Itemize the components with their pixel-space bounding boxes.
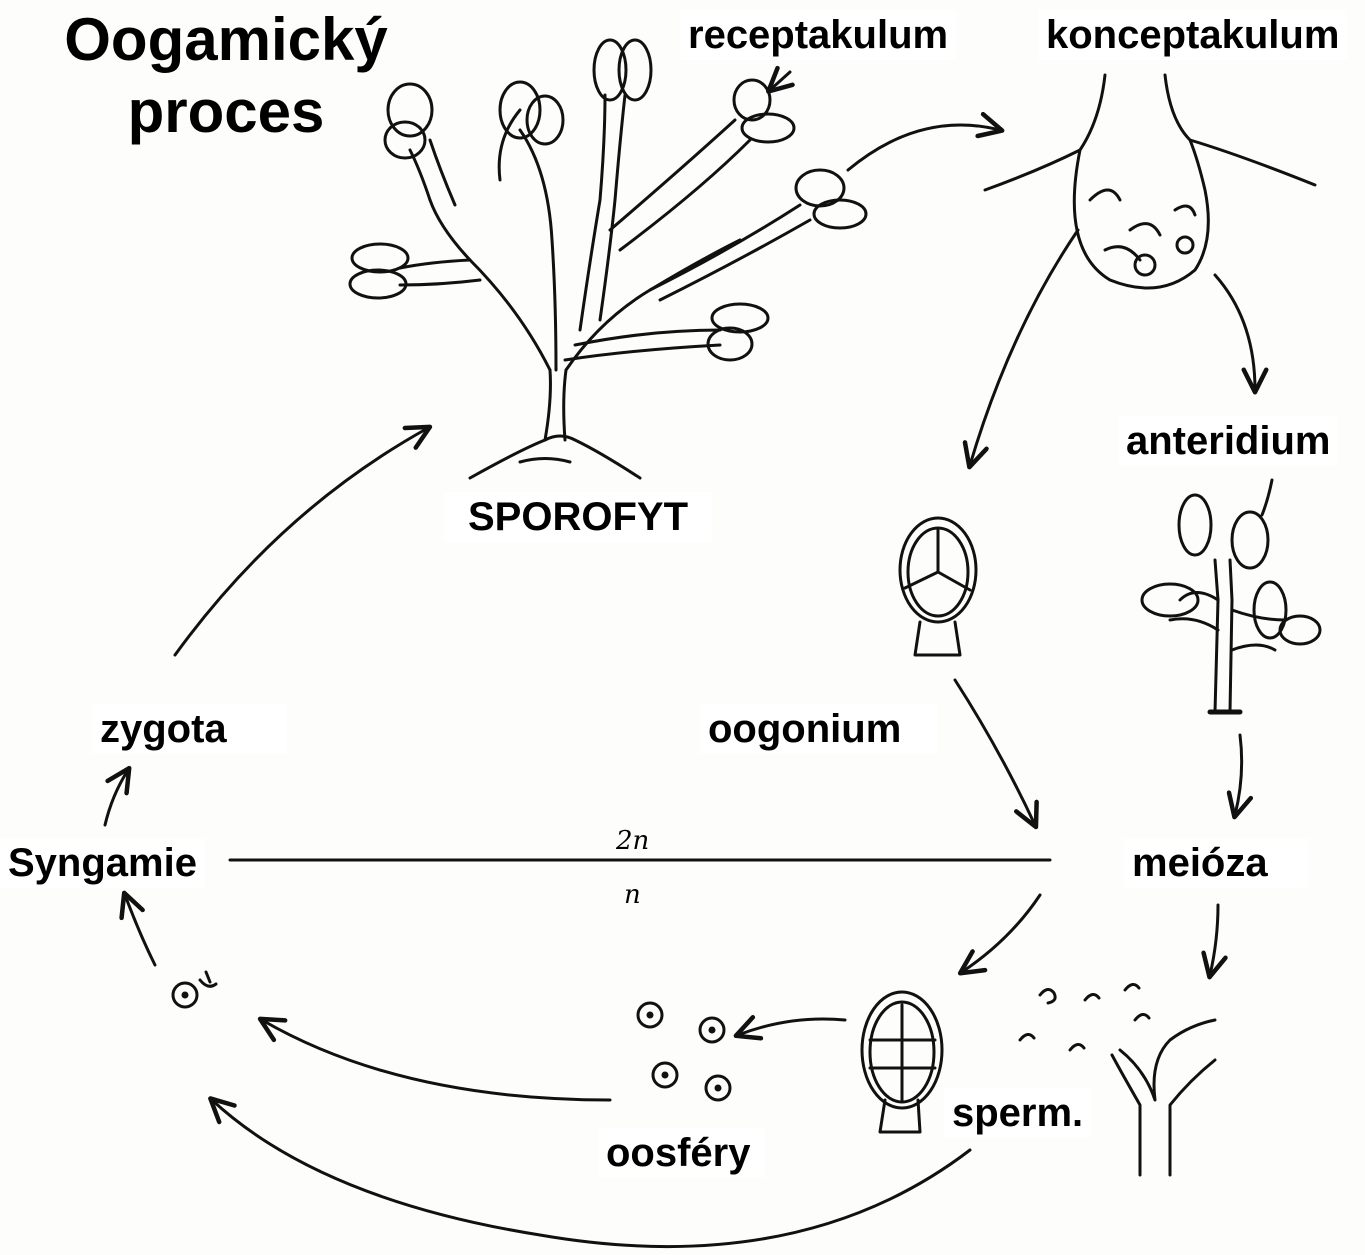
spermatozoa-illustration [1020, 984, 1215, 1175]
receptacle-pointer-arrow [770, 72, 790, 90]
antheridium-illustration [1142, 480, 1320, 712]
conceptacle-illustration [985, 75, 1315, 288]
arrow-antheridium-to-meiosis [1235, 735, 1242, 815]
label-oogonium: oogonium [700, 704, 937, 754]
arrow-oogonium-to-meiosis [955, 680, 1035, 825]
arrow-meiosis-to-oogonium [962, 895, 1040, 972]
arrow-zygote-to-syngamie [125, 895, 155, 965]
oogonium-eight-cells-illustration [862, 992, 942, 1132]
diagram-title: Oogamický proces [40, 4, 412, 148]
arrow-sperm-to-zygote [212, 1100, 970, 1247]
arrow-sporophyte-to-conceptacle [848, 125, 1000, 170]
title-line-1: Oogamický [40, 4, 412, 76]
label-anteridium: anteridium [1118, 416, 1338, 466]
label-receptakulum: receptakulum [680, 10, 956, 60]
label-diploid: 2n [616, 826, 649, 856]
label-sperm: sperm. [944, 1088, 1091, 1138]
sporophyte-thallus-illustration [350, 40, 866, 478]
arrow-oogonium-to-oospheres [738, 1019, 845, 1035]
label-sporofyt: SPOROFYT [444, 492, 712, 542]
label-haploid: n [624, 880, 641, 910]
arrow-oospheres-to-zygote [262, 1020, 610, 1100]
arrow-conceptacle-to-antheridium [1215, 275, 1255, 390]
oospheres-illustration [638, 1003, 730, 1100]
zygote-illustration [173, 972, 216, 1007]
arrow-conceptacle-to-oogonium [970, 230, 1078, 465]
label-oosfery: oosféry [598, 1128, 765, 1178]
label-zygota: zygota [92, 704, 287, 754]
arrow-meiosis-to-antheridium [1210, 905, 1218, 975]
title-line-2: proces [40, 76, 412, 148]
label-syngamie: Syngamie [0, 838, 205, 888]
arrow-syngamie-to-zygota [105, 770, 128, 825]
arrow-zygota-to-sporophyte [175, 428, 428, 655]
label-meioza: meióza [1124, 838, 1308, 888]
oogonium-illustration [900, 518, 976, 655]
label-konceptakulum: konceptakulum [1038, 10, 1347, 60]
